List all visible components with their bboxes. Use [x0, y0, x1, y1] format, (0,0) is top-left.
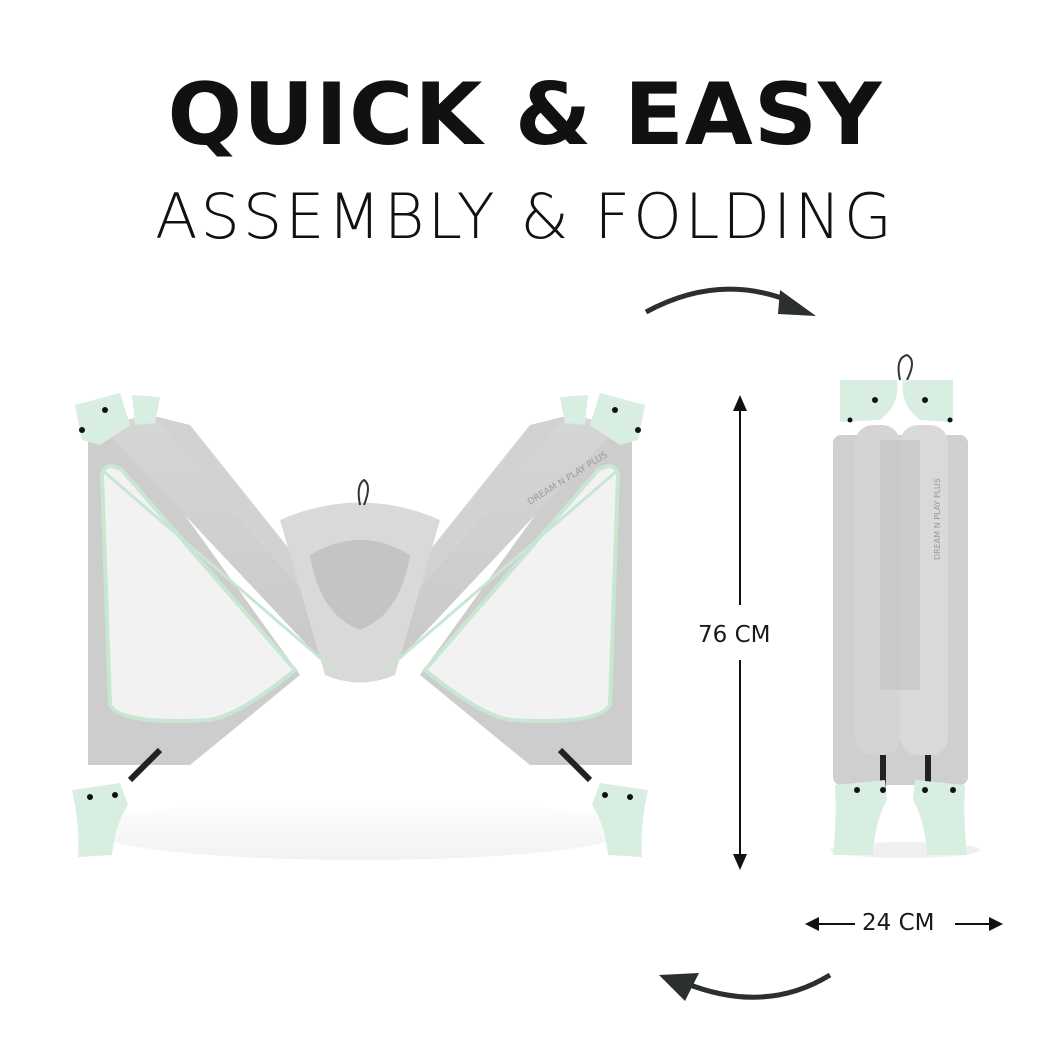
travel-cot-unfolding-illustration: DREAM N PLAY PLUS — [60, 385, 660, 875]
headline-title: QUICK & EASY — [167, 65, 883, 165]
height-dimension-label: 76 CM — [698, 622, 771, 648]
headline-subtitle: ASSEMBLY & FOLDING — [155, 180, 895, 253]
width-dimension-arrow-right-icon — [955, 917, 1003, 931]
curved-arrow-right-icon — [640, 280, 825, 325]
height-dimension-arrow-icon — [732, 395, 748, 870]
travel-cot-folded-illustration: DREAM N PLAY PLUS — [825, 350, 985, 860]
width-dimension-label: 24 CM — [862, 910, 935, 936]
curved-arrow-left-icon — [655, 965, 840, 1010]
width-dimension-arrow-left-icon — [805, 917, 855, 931]
brand-print-folded: DREAM N PLAY PLUS — [933, 478, 942, 560]
